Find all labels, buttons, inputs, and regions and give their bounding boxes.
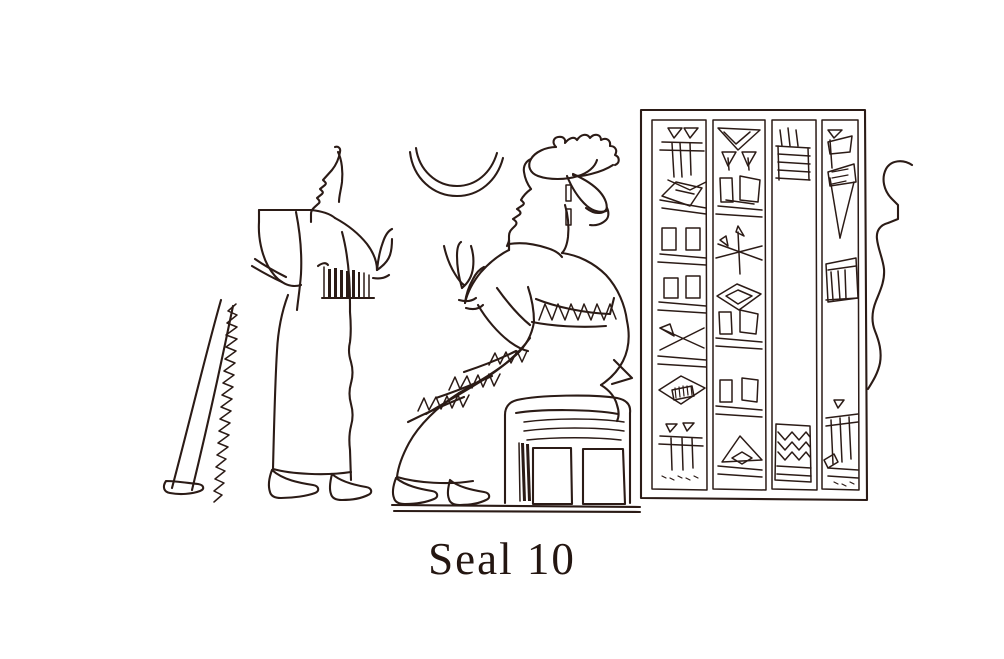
seated-deity [391,133,634,507]
inscription-column-2 [712,119,767,491]
crescent-moon-icon [408,146,505,198]
curved-plant-staff [162,298,238,503]
robe-flounces [406,349,528,424]
throne-stool [503,394,632,506]
garment-fringe [316,262,376,300]
figure-caption: Seal 10 [428,534,576,584]
robe-sash-zigzag [530,296,617,328]
edge-figure-outline [866,160,914,391]
ground-line [390,503,642,514]
inscription-column-4 [821,119,860,491]
standing-worshipper [250,145,394,502]
inscription-column-3 [771,119,818,491]
inscription-column-1 [651,119,708,491]
cuneiform-panel [639,108,869,502]
